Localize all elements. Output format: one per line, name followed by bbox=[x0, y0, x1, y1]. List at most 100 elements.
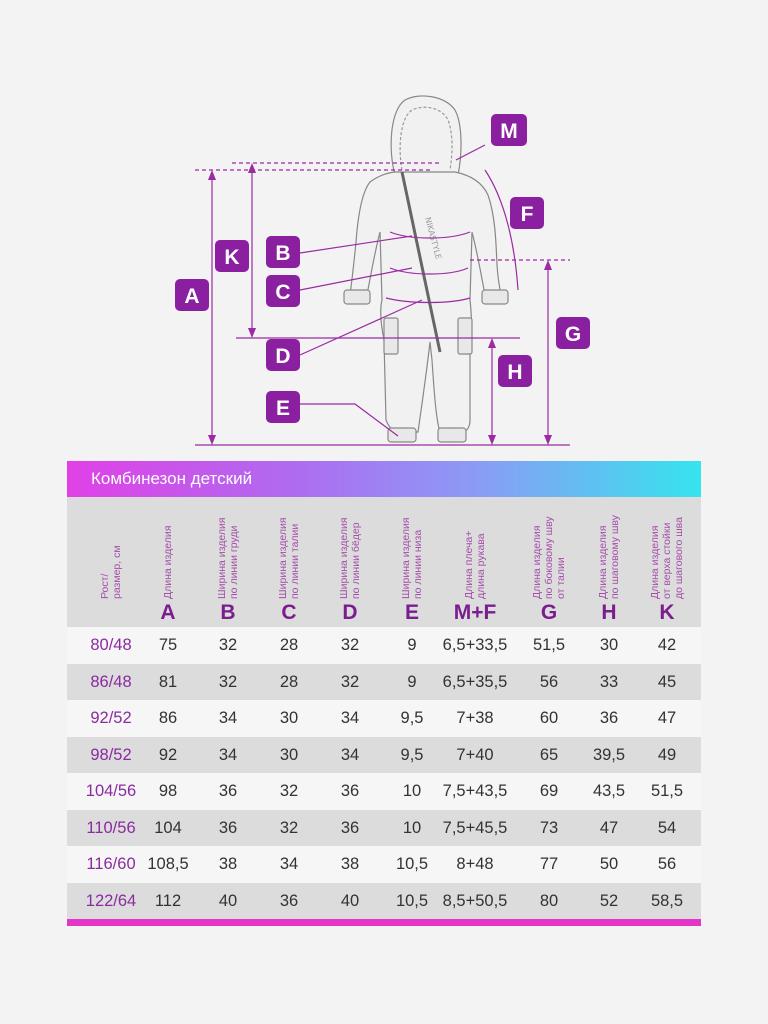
table-cell: 50 bbox=[599, 855, 619, 873]
column-header-line: Ширина изделия bbox=[338, 517, 350, 600]
table-cell: 65 bbox=[539, 745, 559, 764]
table-cell: 28 bbox=[279, 636, 299, 654]
table-cell: 32 bbox=[340, 636, 360, 654]
table-cell: 33 bbox=[599, 672, 619, 691]
label-b: B bbox=[266, 236, 300, 268]
column-letter: G bbox=[540, 601, 558, 624]
label-g: G bbox=[556, 317, 590, 349]
table-cell: 34 bbox=[340, 745, 360, 764]
table-cell: 47 bbox=[657, 709, 677, 727]
table-cell: 104 bbox=[154, 818, 182, 837]
column-letter: A bbox=[160, 601, 176, 624]
table-cell: 36 bbox=[340, 818, 360, 837]
table-cell: 32 bbox=[218, 672, 238, 691]
column-header-line: по линии груди bbox=[228, 525, 240, 599]
column-header-line: по линии низа bbox=[412, 529, 424, 599]
svg-text:H: H bbox=[507, 361, 522, 384]
table-cell: 36 bbox=[218, 782, 238, 800]
table-cell: 10,5 bbox=[395, 855, 429, 873]
table-cell: 92 bbox=[158, 745, 178, 764]
table-cell: 6,5+33,5 bbox=[442, 636, 508, 654]
table-cell: 9 bbox=[407, 672, 417, 691]
table-cell: 36 bbox=[279, 891, 299, 910]
svg-text:M: M bbox=[500, 120, 518, 143]
table-cell: 51,5 bbox=[532, 636, 566, 654]
table-cell: 32 bbox=[279, 818, 299, 837]
table-cell: 86 bbox=[158, 709, 178, 727]
column-letter: E bbox=[404, 601, 419, 624]
column-header-line: Ширина изделия bbox=[277, 517, 289, 600]
column-header-line: длина рукава bbox=[475, 533, 487, 599]
table-cell: 58,5 bbox=[650, 891, 684, 910]
column-header-line: по линии бёдер bbox=[350, 522, 362, 599]
table-cell: 43,5 bbox=[592, 782, 626, 800]
label-f: F bbox=[510, 197, 544, 229]
column-header-line: от верха стойки bbox=[661, 522, 673, 599]
column-header-line: Рост/ bbox=[99, 573, 111, 599]
table-cell: 112 bbox=[154, 891, 182, 910]
svg-text:F: F bbox=[521, 203, 534, 226]
table-cell: 7,5+45,5 bbox=[442, 818, 508, 837]
table-cell: 51,5 bbox=[650, 782, 684, 800]
table-cell: 40 bbox=[218, 891, 238, 910]
table-cell: 77 bbox=[539, 855, 559, 873]
table-cell: 56 bbox=[657, 855, 677, 873]
jumpsuit-illustration: NIKASTYLE bbox=[343, 95, 509, 443]
column-header-line: Длина изделия bbox=[649, 525, 661, 599]
table-cell: 6,5+35,5 bbox=[442, 672, 508, 691]
svg-text:K: K bbox=[224, 246, 239, 269]
table-cell: 8,5+50,5 bbox=[442, 891, 508, 910]
size-cell: 92/52 bbox=[90, 709, 132, 727]
table-cell: 34 bbox=[340, 709, 360, 727]
table-cell: 7+38 bbox=[456, 709, 494, 727]
svg-text:D: D bbox=[275, 345, 290, 368]
table-cell: 10 bbox=[402, 818, 422, 837]
column-letter: C bbox=[281, 601, 297, 624]
table-cell: 54 bbox=[657, 818, 677, 837]
table-cell: 69 bbox=[539, 782, 559, 800]
label-d: D bbox=[266, 339, 300, 371]
table-cell: 10,5 bbox=[395, 891, 429, 910]
table-cell: 30 bbox=[279, 709, 299, 727]
table-cell: 7,5+43,5 bbox=[442, 782, 508, 800]
table-cell: 32 bbox=[218, 636, 238, 654]
column-header-line: Длина изделия bbox=[597, 525, 609, 599]
label-h: H bbox=[498, 355, 532, 387]
table-cell: 108,5 bbox=[147, 855, 189, 873]
size-cell: 116/60 bbox=[86, 855, 136, 873]
table-cell: 8+48 bbox=[456, 855, 494, 873]
table-cell: 52 bbox=[599, 891, 619, 910]
column-header-line: Длина плеча+ bbox=[463, 530, 475, 599]
table-cell: 9 bbox=[407, 636, 417, 654]
column-header-line: до шагового шва bbox=[673, 517, 685, 599]
label-k: K bbox=[215, 240, 249, 272]
table-cell: 98 bbox=[158, 782, 178, 800]
label-c: C bbox=[266, 275, 300, 307]
table-cell: 36 bbox=[340, 782, 360, 800]
measurement-lines bbox=[195, 144, 570, 446]
column-header-line: Длина изделия bbox=[162, 525, 174, 599]
table-cell: 80 bbox=[539, 891, 559, 910]
column-header-line: Ширина изделия bbox=[400, 517, 412, 600]
table-cell: 56 bbox=[539, 672, 559, 691]
table-cell: 30 bbox=[599, 636, 619, 654]
table-cell: 39,5 bbox=[592, 745, 626, 764]
table-cell: 49 bbox=[657, 745, 677, 764]
table-cell: 32 bbox=[279, 782, 299, 800]
label-e: E bbox=[266, 391, 300, 423]
table-cell: 36 bbox=[218, 818, 238, 837]
size-cell: 86/48 bbox=[90, 672, 132, 691]
svg-text:E: E bbox=[276, 397, 290, 420]
column-header-line: размер, см bbox=[111, 545, 123, 599]
table-cell: 60 bbox=[539, 709, 559, 727]
